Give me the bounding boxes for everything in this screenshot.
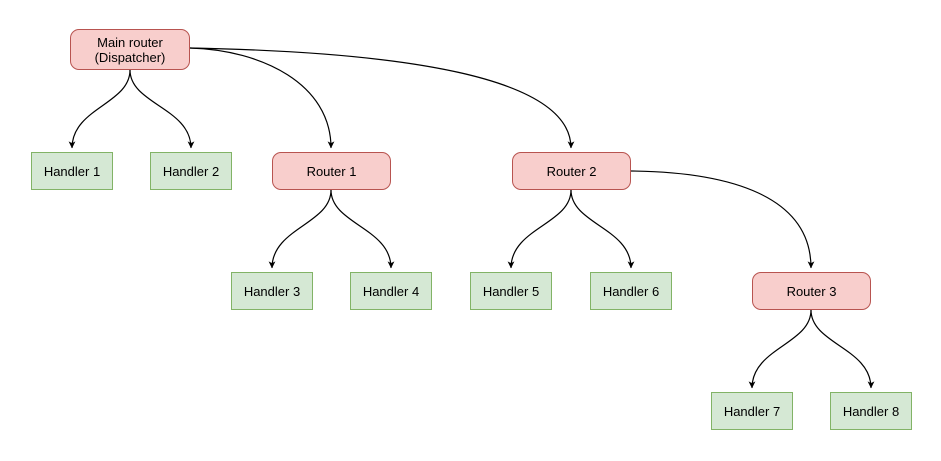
node-handler-1[interactable]: Handler 1 bbox=[31, 152, 113, 190]
edge-router-2-to-handler-5 bbox=[507, 189, 572, 269]
edge-router-1-to-handler-4 bbox=[330, 189, 395, 269]
edge-main-router-to-handler-1 bbox=[68, 69, 131, 149]
node-router-3[interactable]: Router 3 bbox=[752, 272, 871, 310]
node-handler-5[interactable]: Handler 5 bbox=[470, 272, 552, 310]
node-handler-2[interactable]: Handler 2 bbox=[150, 152, 232, 190]
node-router-1[interactable]: Router 1 bbox=[272, 152, 391, 190]
node-handler-4[interactable]: Handler 4 bbox=[350, 272, 432, 310]
edge-router-3-to-handler-8 bbox=[810, 309, 875, 389]
edge-router-1-to-handler-3 bbox=[268, 189, 332, 269]
node-handler-7[interactable]: Handler 7 bbox=[711, 392, 793, 430]
edge-main-router-to-router-1 bbox=[189, 47, 335, 149]
node-handler-8[interactable]: Handler 8 bbox=[830, 392, 912, 430]
edge-router-3-to-handler-7 bbox=[748, 309, 812, 389]
node-handler-3[interactable]: Handler 3 bbox=[231, 272, 313, 310]
edge-main-router-to-handler-2 bbox=[129, 69, 195, 149]
edge-router-2-to-router-3 bbox=[630, 170, 815, 269]
edge-main-router-to-router-2 bbox=[189, 47, 575, 149]
node-main-router[interactable]: Main router (Dispatcher) bbox=[70, 29, 190, 70]
node-handler-6[interactable]: Handler 6 bbox=[590, 272, 672, 310]
node-router-2[interactable]: Router 2 bbox=[512, 152, 631, 190]
edge-router-2-to-handler-6 bbox=[570, 189, 635, 269]
